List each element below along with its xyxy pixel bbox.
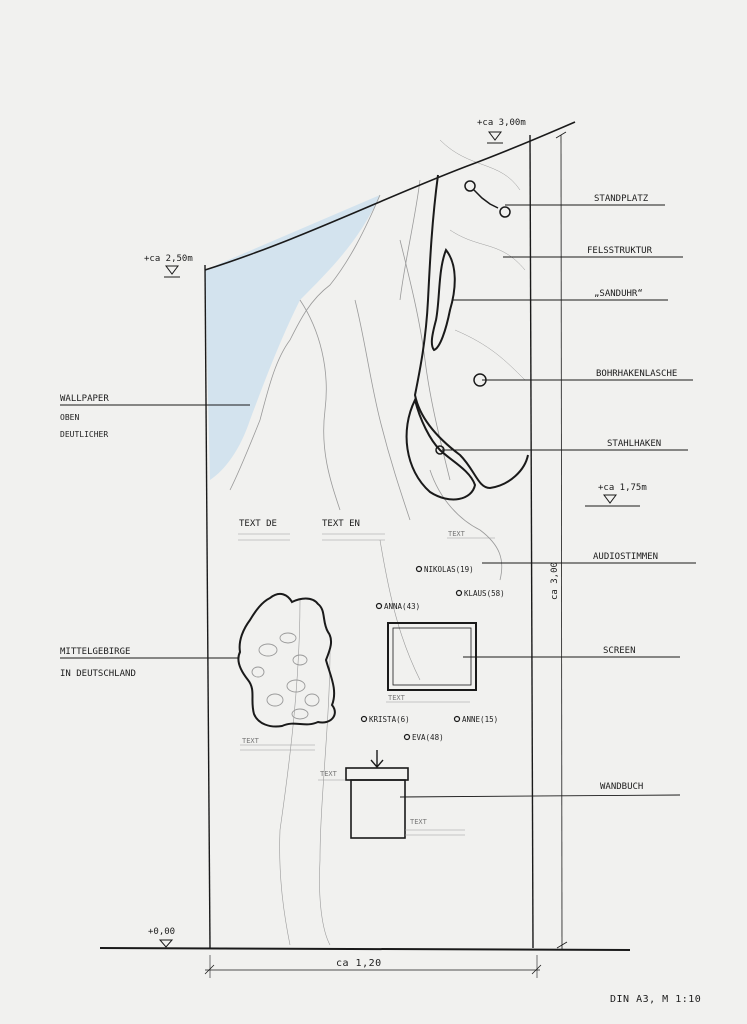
text-placeholder-wandbuch-right: TEXT [410, 818, 428, 826]
callout-wandbuch: WANDBUCH [600, 782, 643, 792]
placeholder-lines [238, 533, 495, 836]
stahlhaken-rock [405, 397, 477, 501]
audio-voice-label: EVA(48) [412, 733, 444, 742]
germany-map [237, 592, 336, 728]
elevation-marker-left [164, 265, 180, 278]
width-dimension-tick-right [531, 964, 542, 975]
text-placeholder-map: TEXT [242, 737, 260, 745]
elevation-top-label: +ca 3,00m [477, 118, 526, 128]
height-dimension-label: ca 3,00 [550, 562, 560, 600]
height-dimension-line [560, 134, 563, 951]
screen-frame [387, 622, 477, 691]
callout-screen: SCREEN [603, 646, 636, 656]
callout-wallpaper-oben: OBEN [60, 413, 79, 422]
rock-contour [413, 174, 529, 490]
audio-voice-label: KLAUS(58) [464, 589, 505, 598]
callout-wallpaper-deutlicher: DEUTLICHER [60, 430, 108, 439]
text-placeholder-screen: TEXT [388, 694, 406, 702]
height-dimension-tick-bottom [556, 941, 568, 949]
wandbuch-box [350, 779, 406, 839]
wandbuch-lid [345, 767, 409, 781]
text-placeholder-top: TEXT [448, 530, 466, 538]
callout-sanduhr: „SANDUHR“ [594, 289, 643, 299]
elevation-marker-floor [158, 939, 174, 948]
elevation-floor-label: +0,00 [148, 927, 175, 937]
ceiling-line [204, 121, 576, 271]
rock-pencil-texture [229, 139, 526, 946]
elevation-mid-label: +ca 1,75m [598, 483, 647, 493]
text-de-label: TEXT DE [239, 519, 277, 529]
callout-felsstruktur: FELSSTRUKTUR [587, 246, 653, 256]
text-en-label: TEXT EN [322, 519, 360, 529]
floor-line [99, 947, 631, 951]
height-dimension-tick-top [555, 131, 567, 139]
elevation-marker-top [487, 131, 503, 144]
callout-in-deutschland: IN DEUTSCHLAND [60, 669, 136, 679]
width-dimension-label: ca 1,20 [336, 958, 382, 969]
callout-mittelgebirge: MITTELGEBIRGE [60, 647, 130, 657]
width-dimension-tick-left [204, 964, 215, 975]
callout-standplatz: STANDPLATZ [594, 194, 649, 204]
sanduhr-shape [430, 248, 456, 352]
scale-note: DIN A3, M 1:10 [610, 994, 701, 1005]
callout-wallpaper: WALLPAPER [60, 394, 109, 404]
callout-audiostimmen: AUDIOSTIMMEN [593, 552, 658, 562]
standplatz-chain-icon [464, 180, 511, 218]
callout-stahlhaken: STAHLHAKEN [607, 439, 661, 449]
wall-right-edge [529, 134, 534, 949]
germany-map-mountains [251, 632, 320, 720]
audio-markers [360, 565, 463, 741]
wandbuch-arrow-icon [370, 750, 384, 769]
audio-voice-label: NIKOLAS(19) [424, 565, 474, 574]
screen-inner [392, 627, 472, 686]
audio-voice-label: ANNE(15) [462, 715, 498, 724]
elevation-left-label: +ca 2,50m [144, 254, 193, 264]
callout-bohrhakenlasche: BOHRHAKENLASCHE [596, 369, 677, 379]
wall-left-edge [204, 264, 211, 949]
wallpaper-area [205, 195, 380, 480]
audio-voice-label: KRISTA(6) [369, 715, 410, 724]
callout-leaders [60, 204, 696, 798]
text-placeholder-wandbuch-left: TEXT [320, 770, 338, 778]
audio-voice-label: ANNA(43) [384, 602, 420, 611]
elevation-marker-mid [585, 494, 640, 507]
